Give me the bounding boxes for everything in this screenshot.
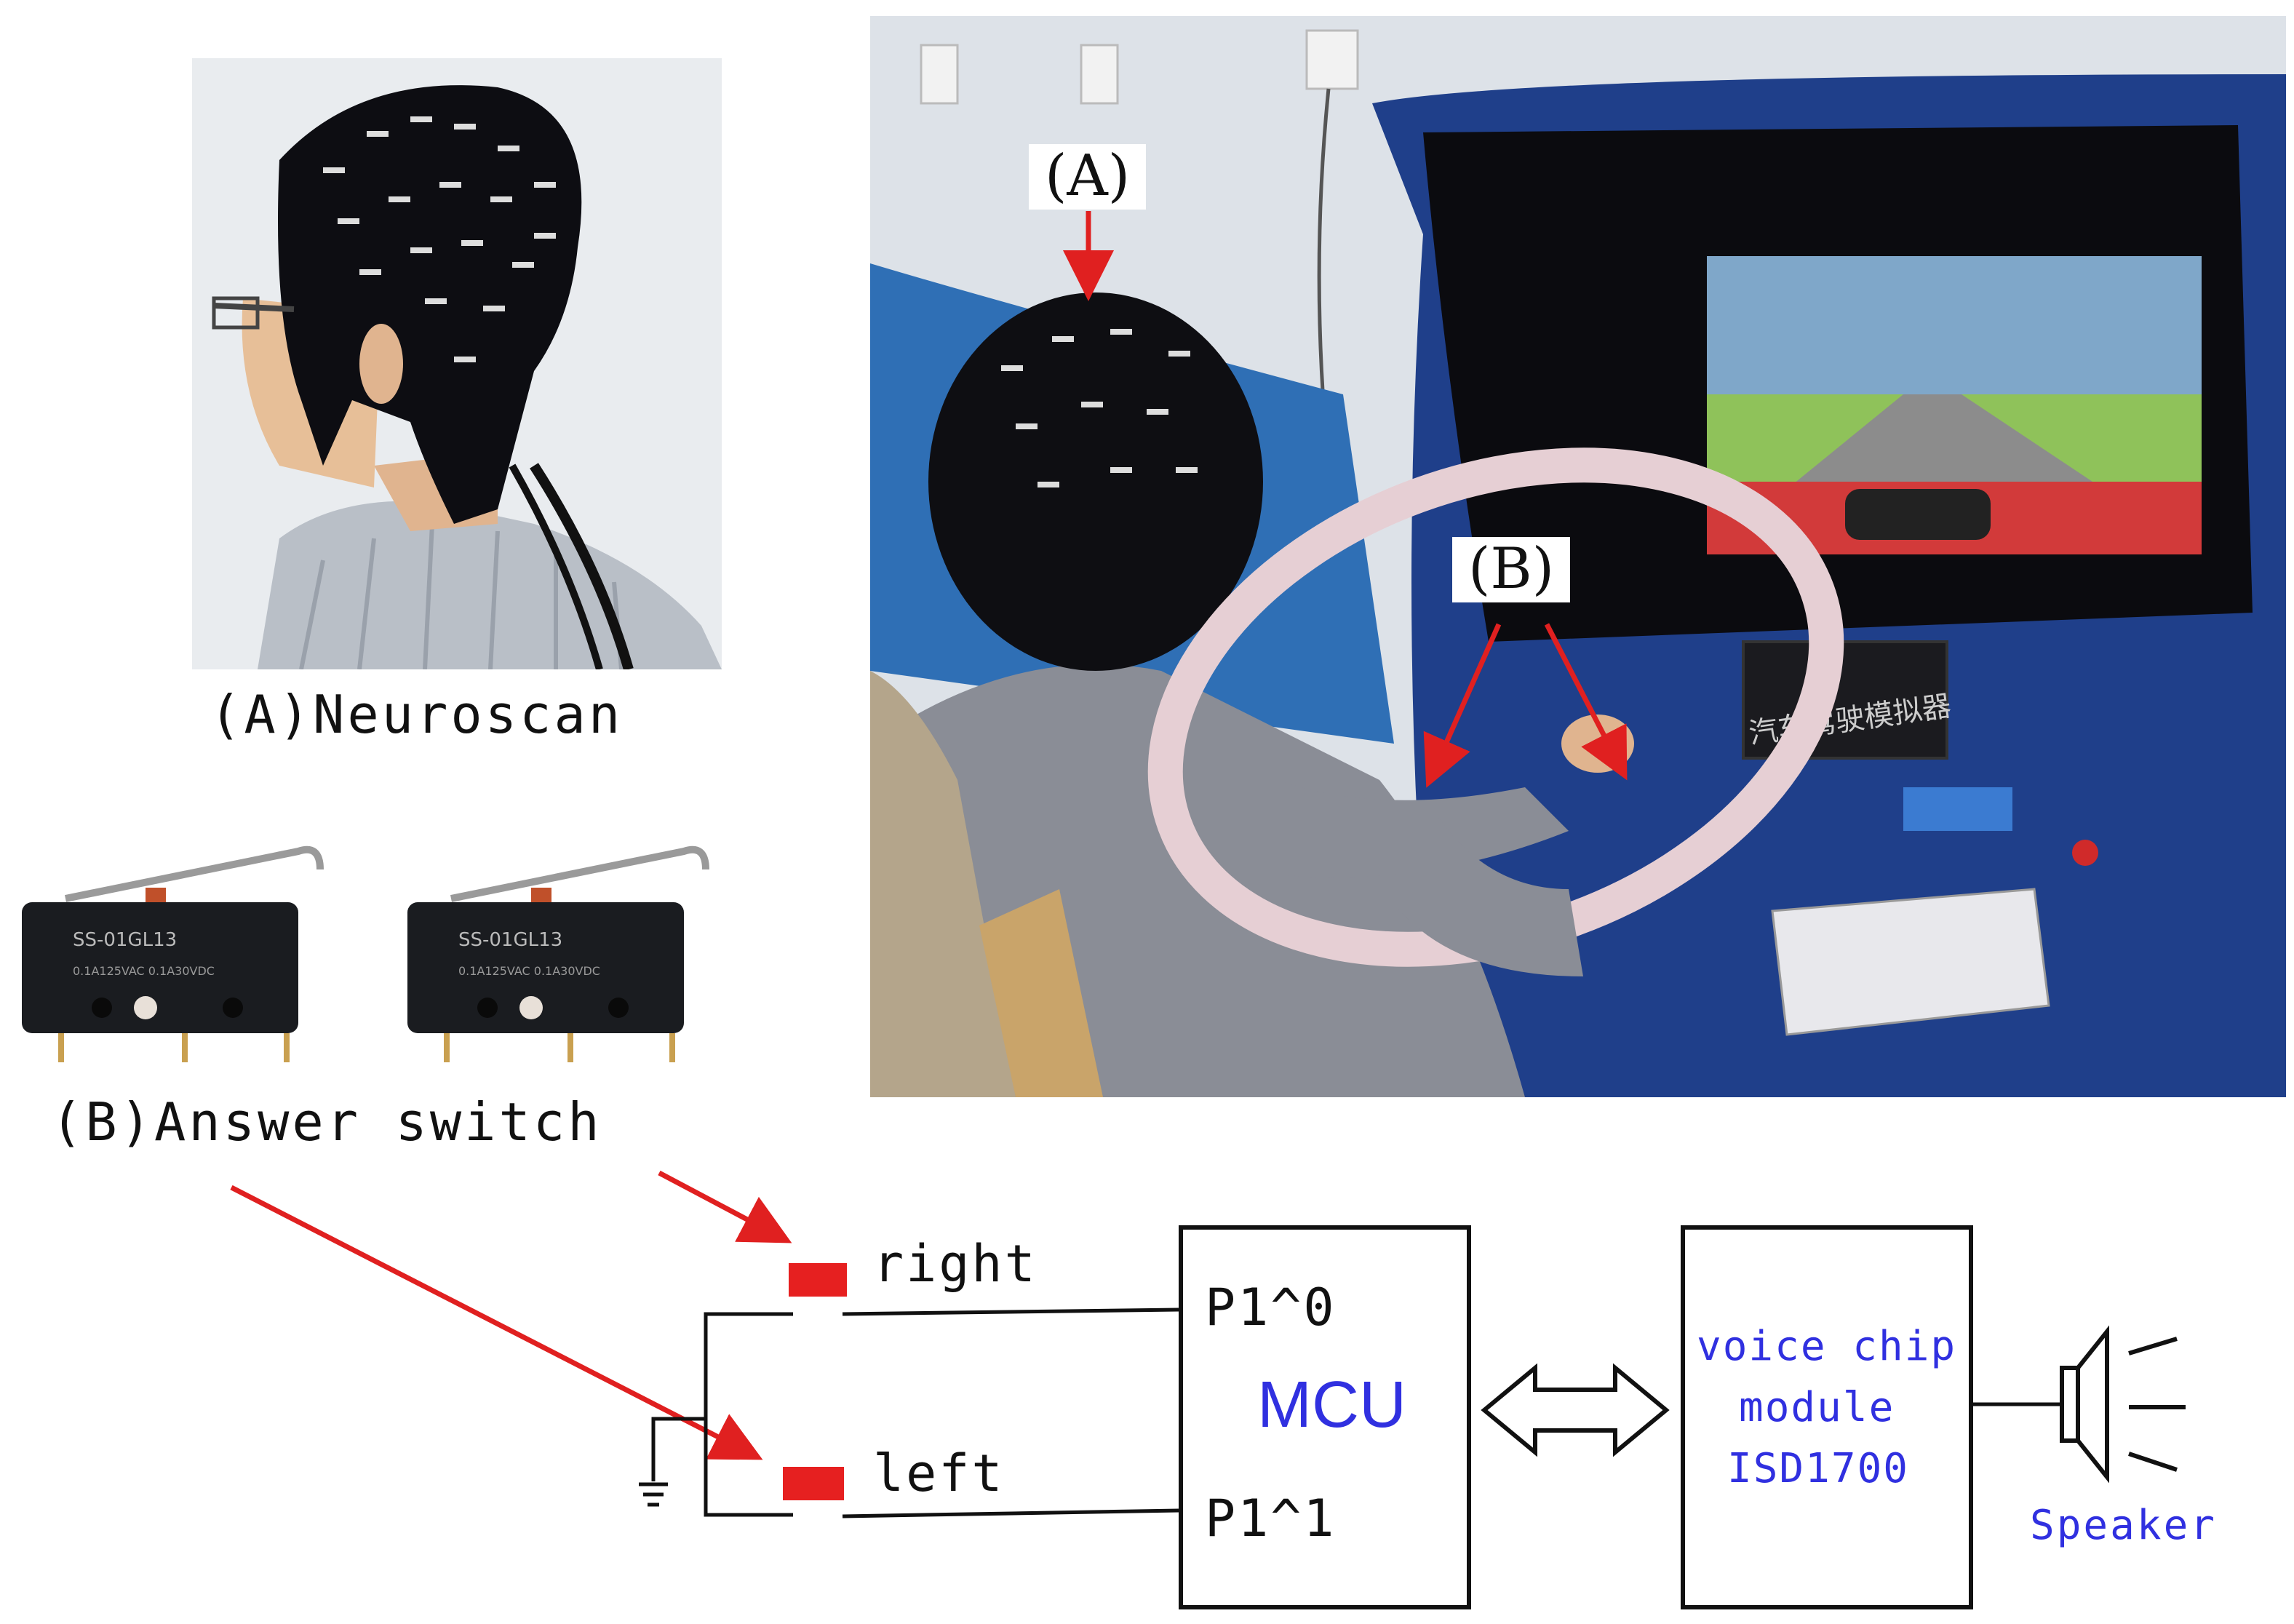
- mcu-box: [1179, 1225, 1471, 1609]
- voice-module-line2: module: [1739, 1384, 1895, 1431]
- mcu-pin-p1-1: P1^1: [1205, 1489, 1337, 1548]
- left-switch-label: left: [873, 1444, 1005, 1503]
- common-wire: [704, 1312, 793, 1517]
- switch-photo-left: SS-01GL13 0.1A125VAC 0.1A30VDC: [15, 829, 327, 1077]
- arrow-to-right-switch: [658, 1170, 792, 1243]
- voice-module-line3: ISD1700: [1727, 1445, 1910, 1492]
- switch-arrows: [230, 1170, 792, 1460]
- speaker-icon: [2060, 1325, 2186, 1484]
- simulator-illustration: 汽车驾驶模拟器: [870, 16, 2286, 1097]
- voice-module-box: [1681, 1225, 1973, 1609]
- speaker-body: [2060, 1366, 2080, 1443]
- switch-rating-text: 0.1A125VAC 0.1A30VDC: [73, 964, 215, 978]
- right-switch-label: right: [873, 1234, 1038, 1294]
- bidirectional-arrow: [1481, 1363, 1670, 1457]
- switch-photo-right: SS-01GL13 0.1A125VAC 0.1A30VDC: [400, 829, 713, 1077]
- microswitch-illustration: SS-01GL13 0.1A125VAC 0.1A30VDC: [407, 845, 709, 1062]
- switch-model-text: SS-01GL13: [458, 929, 562, 951]
- neuroscan-photo: [192, 58, 722, 669]
- right-switch-block: [789, 1263, 847, 1297]
- microswitch-illustration: SS-01GL13 0.1A125VAC 0.1A30VDC: [22, 845, 324, 1062]
- sound-wave-1: [2128, 1337, 2178, 1356]
- switch-rating-text: 0.1A125VAC 0.1A30VDC: [458, 964, 600, 978]
- callout-a: (A): [1029, 144, 1147, 210]
- speaker-label: Speaker: [2030, 1502, 2218, 1549]
- voice-module-line1: voice chip: [1697, 1323, 1957, 1370]
- switch-model-text: SS-01GL13: [73, 929, 177, 951]
- callout-b: (B): [1452, 537, 1571, 602]
- mcu-label: MCU: [1257, 1369, 1406, 1441]
- sound-wave-3: [2128, 1452, 2178, 1472]
- switch-caption: (B)Answer switch: [51, 1091, 602, 1153]
- left-switch-block: [783, 1467, 844, 1500]
- driving-simulator-photo: 汽车驾驶模拟器: [870, 16, 2286, 1097]
- mcu-pin-p1-0: P1^0: [1205, 1278, 1337, 1337]
- speaker-cone: [2076, 1325, 2109, 1484]
- left-to-p1-1-wire: [842, 1508, 1179, 1518]
- arrow-to-left-switch: [230, 1185, 763, 1460]
- neuroscan-caption: (A)Neuroscan: [210, 684, 624, 745]
- ground-wire: [651, 1417, 706, 1481]
- right-to-p1-0-wire: [842, 1307, 1179, 1316]
- neuroscan-illustration: [212, 85, 722, 669]
